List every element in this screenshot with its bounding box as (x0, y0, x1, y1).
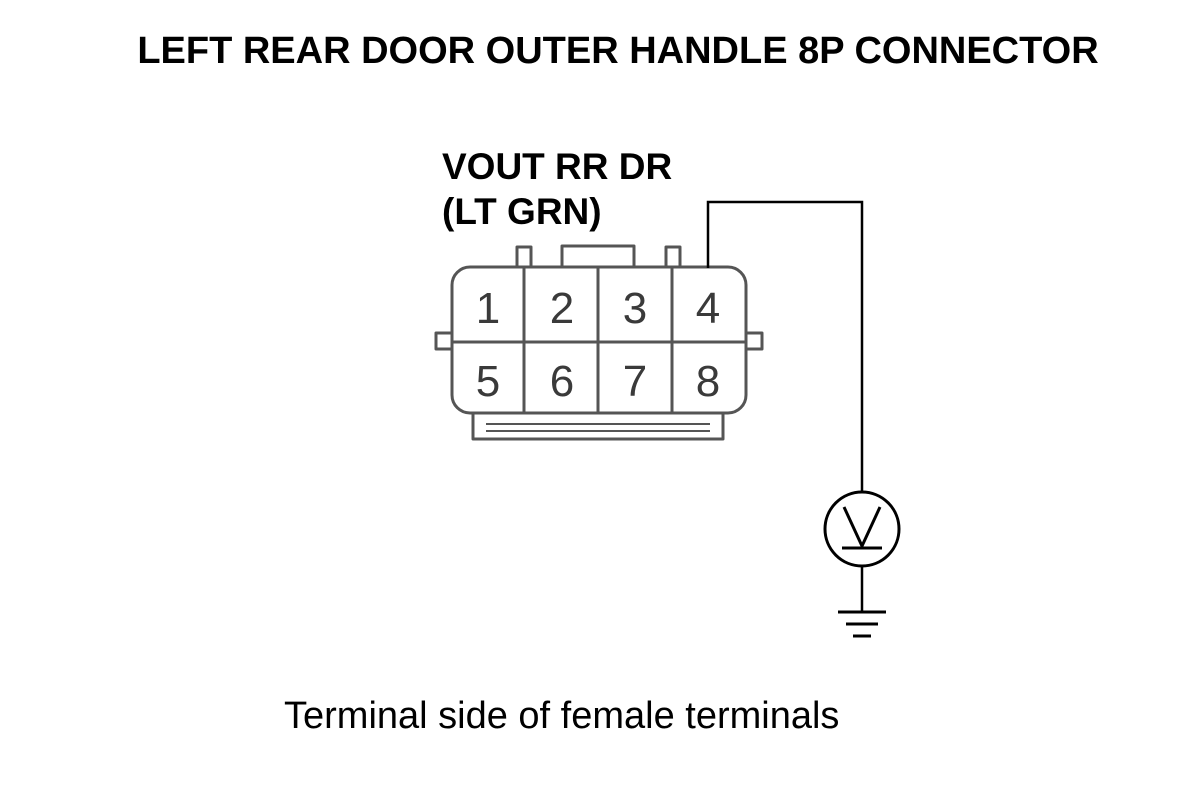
terminal-4: 4 (696, 284, 720, 333)
terminal-numbers: 1 2 3 4 5 6 7 8 (476, 284, 720, 406)
voltmeter-icon (823, 490, 901, 568)
terminal-6: 6 (550, 357, 574, 406)
terminal-5: 5 (476, 357, 500, 406)
probe-wire (706, 200, 864, 493)
wire-color-label: (LT GRN) (442, 191, 602, 232)
terminal-3: 3 (623, 284, 647, 333)
wire-signal-name: VOUT RR DR (442, 146, 673, 187)
diagram-caption: Terminal side of female terminals (284, 695, 840, 737)
terminal-1: 1 (476, 284, 500, 333)
diagram-title: LEFT REAR DOOR OUTER HANDLE 8P CONNECTOR (137, 30, 1099, 72)
terminal-2: 2 (550, 284, 574, 333)
terminal-8: 8 (696, 357, 720, 406)
ground-icon (838, 610, 886, 638)
terminal-7: 7 (623, 357, 647, 406)
connector-housing (434, 244, 764, 441)
